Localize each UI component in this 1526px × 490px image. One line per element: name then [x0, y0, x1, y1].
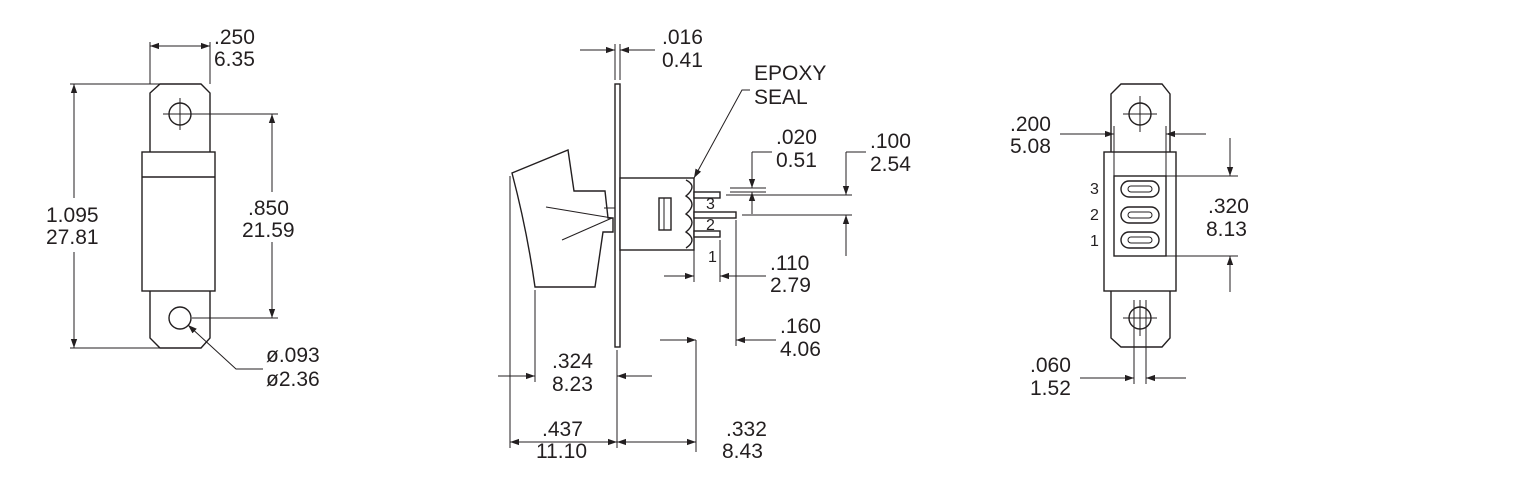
- term-width-mm-label: 1.52: [1030, 377, 1071, 400]
- overall-back-mm-label: 8.43: [722, 440, 763, 463]
- hole-spacing-in-label: .850: [248, 197, 289, 220]
- body-depth-in-label: .160: [780, 315, 821, 338]
- width-mm-label: 6.35: [214, 48, 255, 71]
- bottom-mounting-hole: [168, 306, 192, 330]
- plate-thk-mm-label: 0.41: [662, 49, 703, 72]
- side-view: 3 2 1 .016 0.41 EPOXY SEAL .020 0.51 .10…: [498, 26, 911, 463]
- plate-thk-in-label: .016: [662, 26, 703, 49]
- body-width-in-label: .200: [1010, 113, 1051, 136]
- mounting-plate: [614, 83, 621, 348]
- pin-span-in-label: .320: [1208, 195, 1249, 218]
- rear-view: 3 2 1 .200 5.08 .320 8.13 .060 1.52: [1010, 83, 1249, 400]
- term-pitch-mm-label: 2.54: [870, 153, 911, 176]
- overall-back-in-label: .332: [726, 418, 767, 441]
- front-switch-body: [141, 151, 216, 292]
- length-mm-label: 27.81: [46, 226, 99, 249]
- width-in-label: .250: [214, 26, 255, 49]
- pin-span-mm-label: 8.13: [1206, 218, 1247, 241]
- hole-dia-mm-label: ø2.36: [266, 368, 320, 391]
- side-switch-body: [619, 177, 695, 251]
- terminal-3: [693, 191, 721, 199]
- hole-dia-in-label: ø.093: [266, 344, 320, 367]
- term-width-in-label: .060: [1030, 354, 1071, 377]
- pin-1-label: 1: [708, 249, 717, 266]
- rear-pin-1-label: 1: [1090, 233, 1099, 250]
- hole-spacing-mm-label: 21.59: [242, 219, 295, 242]
- term-thk-mm-label: 0.51: [776, 149, 817, 172]
- front-view: .250 6.35 1.095 27.81 .850 21.59 ø.093 ø…: [46, 26, 320, 391]
- pin-3-label: 3: [706, 196, 715, 213]
- terminal-1: [693, 230, 721, 238]
- actuator-in-label: .324: [552, 350, 593, 373]
- rear-pin-2-label: 2: [1090, 207, 1099, 224]
- overall-front-in-label: .437: [542, 418, 583, 441]
- epoxy-line1-label: EPOXY: [754, 62, 826, 85]
- epoxy-line2-label: SEAL: [754, 86, 808, 109]
- epoxy-seal: [684, 179, 693, 249]
- term-len-mm-label: 2.79: [770, 274, 811, 297]
- length-in-label: 1.095: [46, 204, 99, 227]
- body-width-mm-label: 5.08: [1010, 135, 1051, 158]
- pin-2-label: 2: [706, 217, 715, 234]
- actuator-mm-label: 8.23: [552, 373, 593, 396]
- term-pitch-in-label: .100: [870, 130, 911, 153]
- overall-front-mm-label: 11.10: [536, 440, 587, 463]
- slider-window: [658, 197, 672, 231]
- term-len-in-label: .110: [770, 252, 809, 275]
- rear-pin-3-label: 3: [1090, 181, 1099, 198]
- term-thk-in-label: .020: [776, 126, 817, 149]
- terminal-2: [693, 211, 737, 219]
- rocker-actuator: [511, 149, 614, 288]
- body-depth-mm-label: 4.06: [780, 338, 821, 361]
